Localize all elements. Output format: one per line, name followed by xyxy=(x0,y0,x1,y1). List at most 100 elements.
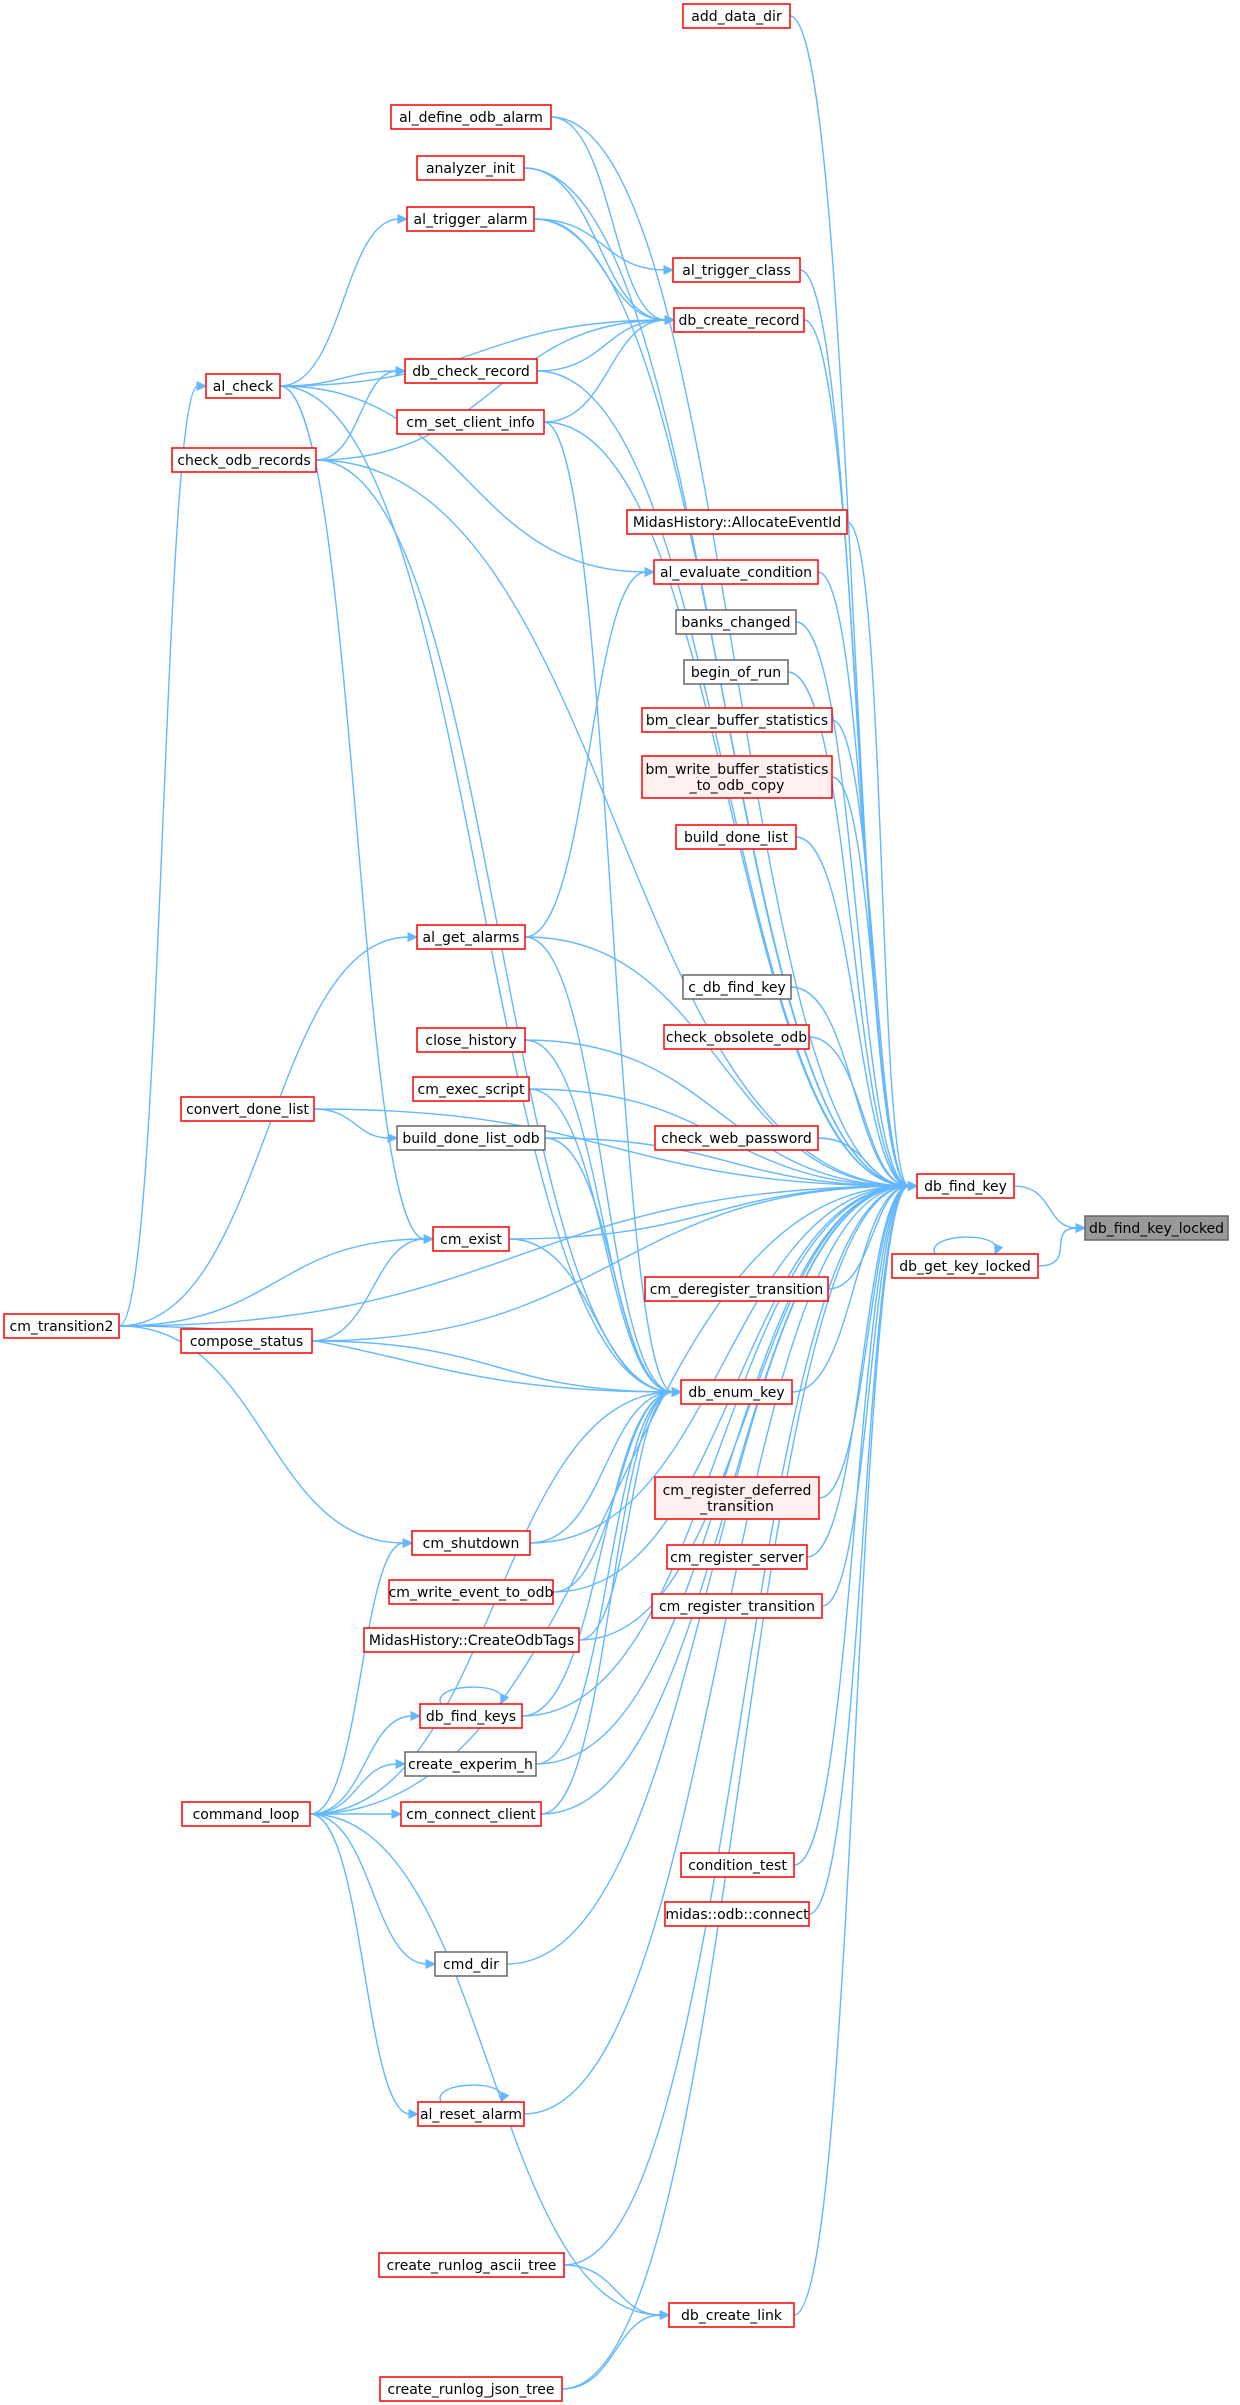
node-al-trigger-alarm[interactable]: al_trigger_alarm xyxy=(406,206,535,232)
node-check-odb-records[interactable]: check_odb_records xyxy=(171,447,317,473)
node-db-enum-key[interactable]: db_enum_key xyxy=(680,1379,793,1405)
node-analyzer-init-box xyxy=(416,155,525,181)
node-cm-exec-script[interactable]: cm_exec_script xyxy=(412,1076,530,1102)
node-cmd-dir[interactable]: cmd_dir xyxy=(434,1951,508,1977)
node-create-runlog-json-tree[interactable]: create_runlog_json_tree xyxy=(379,2376,563,2402)
edge-al-define-odb-alarm-to-db-create-record xyxy=(550,116,667,321)
edge-al-trigger-alarm-to-al-trigger-class xyxy=(533,218,666,271)
node-begin-of-run-box xyxy=(683,659,789,685)
node-cm-transition2-label: cm_transition2 xyxy=(10,1319,114,1335)
node-al-check[interactable]: al_check xyxy=(205,373,281,399)
node-cm-shutdown-label: cm_shutdown xyxy=(423,1536,520,1552)
node-bm-clear-buffer-statistics-box xyxy=(641,707,833,733)
node-create-runlog-ascii-tree-box xyxy=(378,2252,565,2278)
node-c-db-find-key-box xyxy=(682,974,792,1000)
node-al-reset-alarm[interactable]: al_reset_alarm xyxy=(417,2101,525,2127)
node-al-get-alarms[interactable]: al_get_alarms xyxy=(416,924,526,950)
node-db-find-key[interactable]: db_find_key xyxy=(916,1173,1015,1199)
edge-create-runlog-ascii-tree-to-db-find-key xyxy=(563,1185,910,2266)
node-al-check-box xyxy=(205,373,281,399)
node-create-runlog-ascii-tree[interactable]: create_runlog_ascii_tree xyxy=(378,2252,565,2278)
edge-al-check-to-db-create-record xyxy=(279,319,667,387)
edge-db-enum-key-to-db-find-key xyxy=(791,1185,910,1393)
edge-create-experim-h-to-db-enum-key xyxy=(535,1391,674,1765)
node-create-experim-h-box xyxy=(404,1751,537,1777)
node-cm-transition2[interactable]: cm_transition2 xyxy=(3,1313,120,1339)
edge-cm-shutdown-to-db-find-key xyxy=(529,1185,910,1544)
node-convert-done-list[interactable]: convert_done_list xyxy=(180,1096,315,1122)
node-db-get-key-locked[interactable]: db_get_key_locked xyxy=(891,1253,1039,1279)
node-db-create-record[interactable]: db_create_record xyxy=(673,307,805,333)
node-db-check-record[interactable]: db_check_record xyxy=(404,358,538,384)
node-condition-test[interactable]: condition_test xyxy=(680,1852,795,1878)
node-db-create-link[interactable]: db_create_link xyxy=(668,2302,795,2328)
edge-cm-transition2-to-db-find-key xyxy=(118,1185,910,1327)
node-cm-set-client-info[interactable]: cm_set_client_info xyxy=(396,409,545,435)
node-create-experim-h[interactable]: create_experim_h xyxy=(404,1751,537,1777)
node-c-db-find-key[interactable]: c_db_find_key xyxy=(682,974,792,1000)
node-banks-changed[interactable]: banks_changed xyxy=(675,609,797,635)
node-build-done-list-odb[interactable]: build_done_list_odb xyxy=(396,1125,546,1151)
node-check-obsolete-odb[interactable]: check_obsolete_odb xyxy=(663,1024,810,1050)
node-bm-clear-buffer-statistics[interactable]: bm_clear_buffer_statistics xyxy=(641,707,833,733)
node-bm-write-buffer-statistics-to-odb-copy[interactable]: bm_write_buffer_statistics_to_odb_copy xyxy=(641,755,833,799)
node-begin-of-run[interactable]: begin_of_run xyxy=(683,659,789,685)
edge-cm-set-client-info-to-db-create-record xyxy=(543,319,667,423)
node-al-check-label: al_check xyxy=(213,379,274,395)
node-db-find-keys-box xyxy=(419,1703,523,1729)
node-db-get-key-locked-box xyxy=(891,1253,1039,1279)
node-al-trigger-class[interactable]: al_trigger_class xyxy=(672,257,801,283)
node-command-loop[interactable]: command_loop xyxy=(181,1801,311,1827)
node-al-evaluate-condition-label: al_evaluate_condition xyxy=(660,565,812,581)
node-cm-register-server[interactable]: cm_register_server xyxy=(666,1544,808,1570)
node-midas-odb-connect[interactable]: midas::odb::connect xyxy=(664,1901,810,1927)
node-analyzer-init[interactable]: analyzer_init xyxy=(416,155,525,181)
edge-cm-connect-client-to-db-enum-key xyxy=(540,1391,674,1815)
node-al-evaluate-condition[interactable]: al_evaluate_condition xyxy=(653,559,819,585)
edge-check-odb-records-to-db-check-record xyxy=(315,370,398,461)
edge-check-odb-records-to-db-check-record-arrowhead xyxy=(395,366,407,376)
node-cm-connect-client-label: cm_connect_client xyxy=(406,1807,536,1823)
node-cm-register-transition[interactable]: cm_register_transition xyxy=(651,1593,823,1619)
edge-check-obsolete-odb-to-db-find-key xyxy=(808,1036,910,1187)
edge-command-loop-to-al-reset-alarm xyxy=(309,1813,411,2115)
node-cm-write-event-to-odb-label: cm_write_event_to_odb xyxy=(389,1585,554,1601)
node-condition-test-box xyxy=(680,1852,795,1878)
edge-build-done-list-odb-to-db-find-key xyxy=(544,1137,910,1187)
node-db-find-keys[interactable]: db_find_keys xyxy=(419,1703,523,1729)
node-al-define-odb-alarm[interactable]: al_define_odb_alarm xyxy=(390,104,552,130)
node-build-done-list[interactable]: build_done_list xyxy=(675,824,797,850)
node-compose-status[interactable]: compose_status xyxy=(180,1328,313,1354)
node-cm-shutdown[interactable]: cm_shutdown xyxy=(411,1530,531,1556)
node-add-data-dir[interactable]: add_data_dir xyxy=(682,3,791,29)
node-db-find-key-locked-label: db_find_key_locked xyxy=(1089,1221,1224,1237)
node-cm-exist[interactable]: cm_exist xyxy=(432,1226,510,1252)
edge-cm-transition2-to-al-get-alarms-arrowhead xyxy=(407,932,419,942)
node-cm-write-event-to-odb[interactable]: cm_write_event_to_odb xyxy=(388,1579,554,1605)
node-close-history[interactable]: close_history xyxy=(416,1027,526,1053)
node-cm-register-deferred-transition-box xyxy=(654,1476,820,1520)
node-cm-connect-client[interactable]: cm_connect_client xyxy=(400,1801,542,1827)
node-add-data-dir-label: add_data_dir xyxy=(691,9,782,25)
node-al-get-alarms-box xyxy=(416,924,526,950)
node-midashistory-allocateeventid[interactable]: MidasHistory::AllocateEventId xyxy=(626,509,848,535)
node-al-define-odb-alarm-box xyxy=(390,104,552,130)
node-db-find-key-locked[interactable]: db_find_key_locked xyxy=(1084,1215,1229,1241)
edge-create-runlog-ascii-tree-to-db-create-link xyxy=(563,2264,662,2316)
edge-cm-set-client-info-to-db-find-key xyxy=(543,421,910,1187)
edge-al-reset-alarm-to-al-reset-alarm xyxy=(439,2084,503,2103)
edge-db-get-key-locked-to-db-find-key-locked xyxy=(1037,1227,1078,1267)
edge-cm-transition2-to-al-check xyxy=(118,385,199,1327)
node-add-data-dir-box xyxy=(682,3,791,29)
node-midashistory-createodbtags[interactable]: MidasHistory::CreateOdbTags xyxy=(363,1627,580,1653)
node-cm-register-deferred-transition[interactable]: cm_register_deferred_transition xyxy=(654,1476,820,1520)
node-build-done-list-box xyxy=(675,824,797,850)
node-cm-connect-client-box xyxy=(400,1801,542,1827)
node-close-history-label: close_history xyxy=(425,1033,516,1049)
node-cm-deregister-transition[interactable]: cm_deregister_transition xyxy=(644,1276,829,1302)
node-al-trigger-alarm-box xyxy=(406,206,535,232)
node-check-web-password[interactable]: check_web_password xyxy=(654,1125,819,1151)
edge-db-get-key-locked-to-db-get-key-locked-arrowhead xyxy=(994,1243,1004,1256)
node-check-obsolete-odb-label: check_obsolete_odb xyxy=(666,1030,807,1046)
edge-al-check-to-al-trigger-alarm xyxy=(279,218,400,387)
